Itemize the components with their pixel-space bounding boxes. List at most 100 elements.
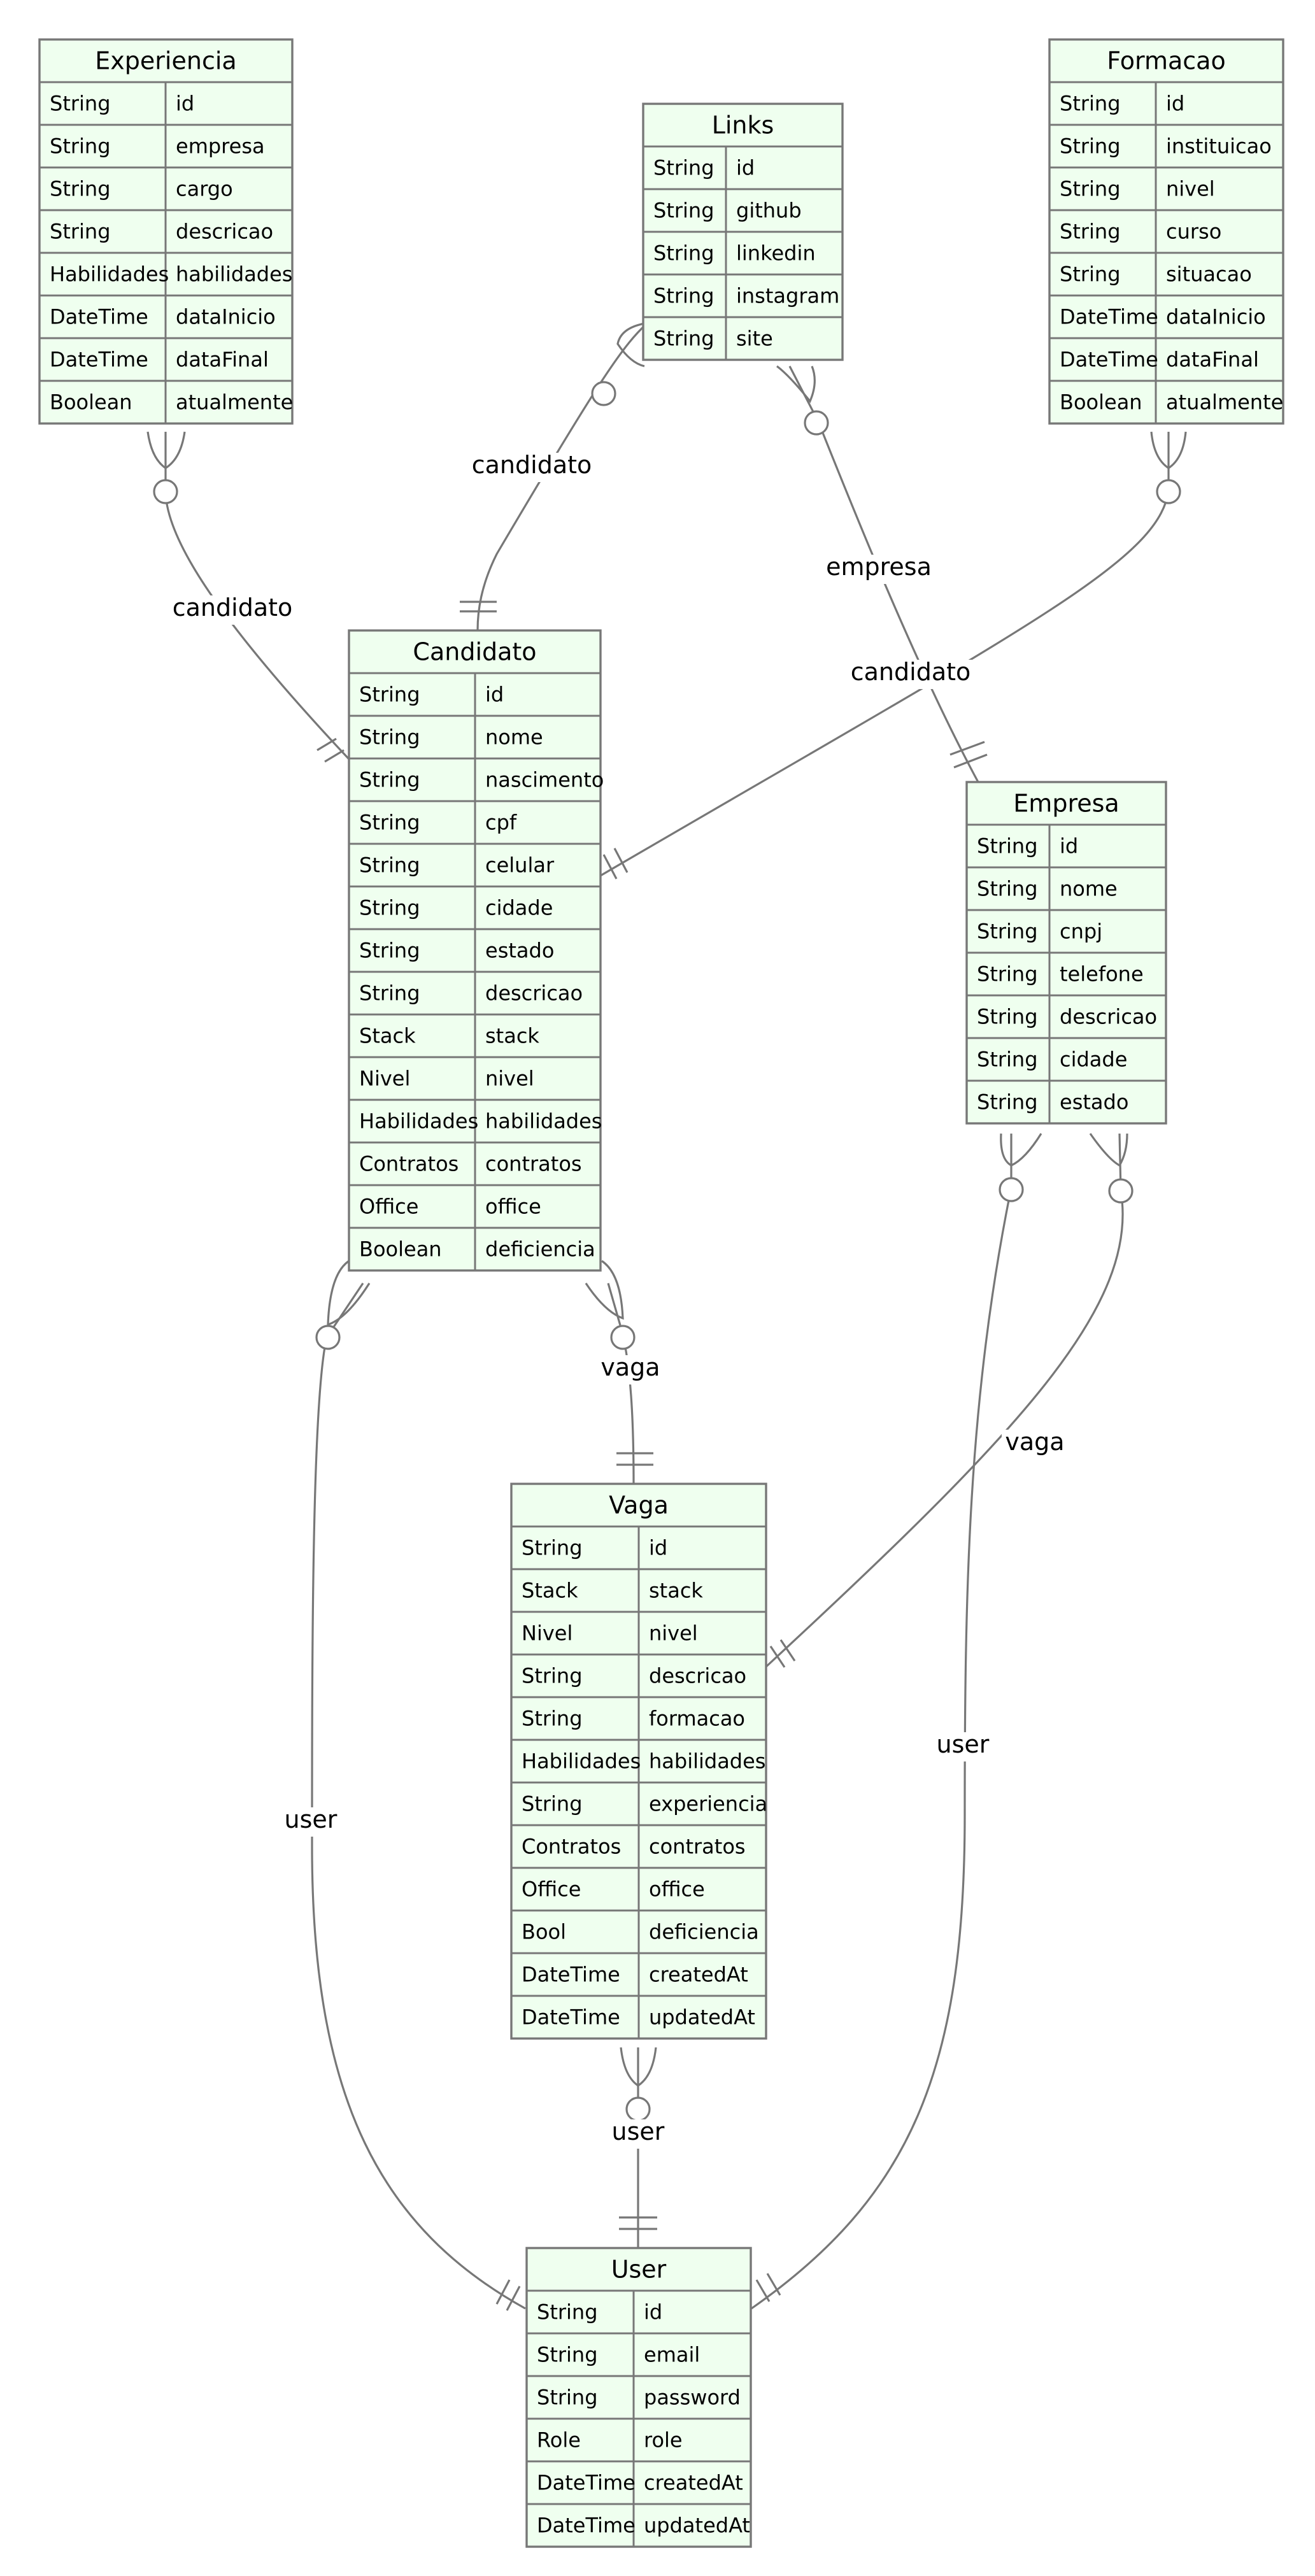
zero-circle-experiencia	[153, 479, 178, 504]
entity-title: Empresa	[1013, 790, 1119, 818]
one-bar-candidato-left-a	[316, 737, 337, 751]
entity-box	[1048, 38, 1284, 425]
attribute-type: String	[653, 284, 714, 308]
attribute-type: Boolean	[50, 390, 132, 415]
attribute-type: Stack	[522, 1579, 578, 1603]
attribute-type: String	[653, 156, 714, 180]
attribute-name: deficiencia	[485, 1237, 595, 1262]
attribute-row: String curso	[1060, 220, 1221, 244]
label-background	[930, 1732, 996, 1761]
attribute-name: contratos	[485, 1152, 582, 1176]
attribute-name: id	[736, 156, 755, 180]
attribute-type: String	[359, 768, 420, 792]
attribute-type: DateTime	[522, 2005, 620, 2030]
entity-title: Vaga	[609, 1491, 669, 1519]
attribute-type: String	[977, 1048, 1038, 1072]
attribute-name: situacao	[1166, 262, 1252, 287]
attribute-name: experiencia	[649, 1792, 767, 1816]
attribute-name: descricao	[485, 981, 583, 1006]
attribute-name: email	[644, 2343, 700, 2367]
crow-foot-links-left	[616, 322, 645, 367]
attribute-name: site	[736, 327, 773, 351]
relationship-label-text: candidato	[851, 658, 971, 686]
attribute-type: String	[50, 134, 111, 159]
one-bar-user-right-a	[755, 2279, 771, 2302]
attribute-type: String	[537, 2300, 598, 2324]
attribute-name: estado	[1060, 1090, 1128, 1114]
attribute-type: String	[1060, 220, 1121, 244]
relationship-label: user	[278, 1805, 344, 1837]
attribute-row: String situacao	[1060, 262, 1252, 287]
zero-circle-links-bottom	[804, 410, 829, 436]
rel-empresa-user	[751, 1134, 1013, 2310]
attribute-name: id	[649, 1536, 667, 1560]
attribute-name: instagram	[736, 284, 839, 308]
attribute-name: cpf	[485, 811, 517, 835]
attribute-type: Nivel	[359, 1067, 410, 1091]
relationship-label-text: candidato	[173, 594, 293, 622]
relationship-label-text: user	[285, 1805, 338, 1833]
crow-foot-formacao	[1150, 431, 1187, 469]
rel-candidato-user	[311, 1283, 526, 2310]
attribute-type: String	[1060, 262, 1121, 287]
attribute-type: DateTime	[1060, 305, 1158, 329]
attribute-name: descricao	[1060, 1005, 1157, 1029]
attribute-name: office	[649, 1877, 705, 1902]
one-bar-user-left-a	[495, 2279, 511, 2305]
attribute-type: String	[359, 683, 420, 707]
attribute-name: descricao	[649, 1664, 746, 1688]
attribute-type: Habilidades	[522, 1749, 641, 1774]
relationship-label: empresa	[823, 553, 934, 584]
attribute-type: String	[1060, 177, 1121, 201]
zero-circle-links-left	[591, 381, 616, 406]
one-bar-empresa-top-b	[953, 753, 988, 769]
attribute-name: habilidades	[176, 262, 292, 287]
attribute-name: nivel	[649, 1621, 698, 1646]
crow-foot-links-bottom	[776, 365, 816, 404]
attribute-name: cidade	[1060, 1048, 1127, 1072]
relationship-label-text: empresa	[826, 553, 932, 581]
zero-circle-formacao	[1156, 479, 1181, 504]
attribute-type: String	[653, 241, 714, 266]
attribute-name: dataInicio	[1166, 305, 1266, 329]
label-background	[278, 1807, 344, 1837]
attribute-type: String	[537, 2386, 598, 2410]
attribute-name: createdAt	[644, 2471, 743, 2495]
attribute-name: cnpj	[1060, 920, 1102, 944]
zero-circle-candidato-left	[315, 1325, 341, 1350]
one-bar-candidato-left-b	[324, 749, 345, 763]
attribute-name: curso	[1166, 220, 1221, 244]
attribute-type: String	[50, 92, 111, 116]
